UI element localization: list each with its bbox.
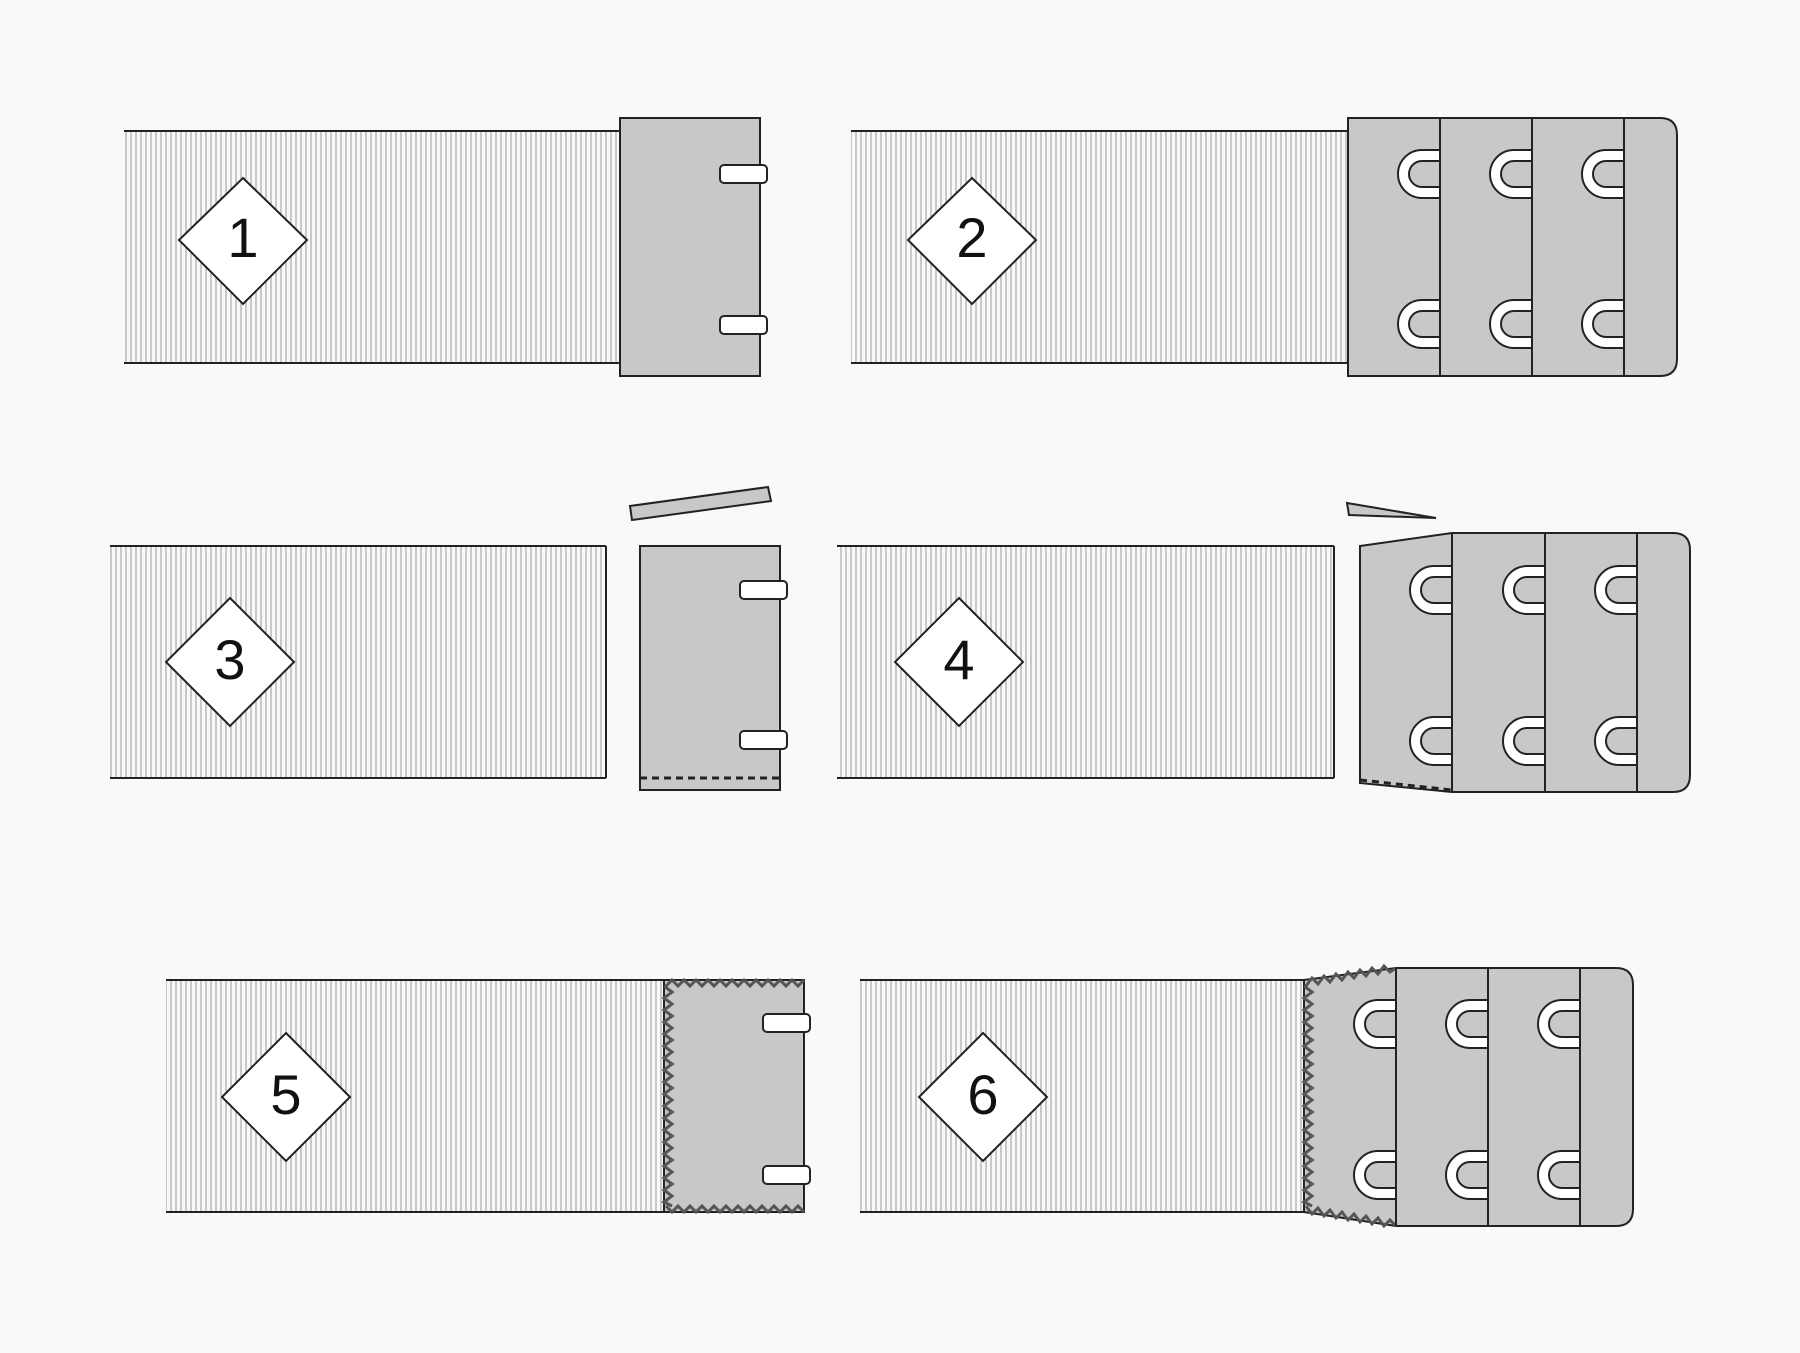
eye-loop-icon [1397, 299, 1441, 349]
hook-bar-icon [739, 730, 788, 750]
tab-flap [628, 485, 773, 522]
hook-bar-icon [719, 164, 768, 184]
eye-loop-icon [1445, 1150, 1489, 1200]
step-badge: 4 [893, 596, 1025, 728]
step-5: 5 [166, 977, 811, 1215]
step-4: 4 [837, 501, 1691, 793]
zigzag-stitch [1304, 1205, 1398, 1229]
step-1: 1 [124, 117, 768, 377]
eye-loop-icon [1537, 1150, 1581, 1200]
step-6: 6 [860, 963, 1634, 1229]
step-2: 2 [851, 117, 1678, 377]
eye-loop-icon [1397, 149, 1441, 199]
bar-tab [619, 117, 761, 377]
step-badge: 2 [906, 176, 1038, 306]
eye-loop-icon [1445, 999, 1489, 1049]
tab-flap [1345, 501, 1437, 519]
eye-loop-icon [1409, 716, 1453, 766]
eye-loop-icon [1409, 565, 1453, 615]
step-number: 5 [270, 1063, 301, 1126]
eye-loop-icon [1537, 999, 1581, 1049]
bar-tab [639, 545, 781, 791]
step-number: 1 [227, 206, 258, 269]
step-badge: 5 [220, 1031, 352, 1163]
diamond-icon [893, 596, 1025, 728]
step-number: 4 [943, 628, 974, 691]
diamond-icon [220, 1031, 352, 1163]
hook-bar-icon [762, 1165, 811, 1185]
step-number: 2 [956, 206, 987, 269]
step-badge: 1 [177, 176, 309, 306]
hook-bar-icon [739, 580, 788, 600]
eye-loop-icon [1489, 299, 1533, 349]
eye-loop-icon [1581, 299, 1625, 349]
step-number: 6 [967, 1063, 998, 1126]
eye-loop-icon [1502, 565, 1546, 615]
eye-loop-icon [1502, 716, 1546, 766]
eye-loop-icon [1594, 716, 1638, 766]
diamond-icon [906, 176, 1038, 306]
eye-loop-icon [1489, 149, 1533, 199]
diamond-icon [917, 1031, 1049, 1163]
eye-loop-icon [1353, 999, 1397, 1049]
zigzag-stitch [1304, 963, 1397, 987]
hook-bar-icon [762, 1013, 811, 1033]
zigzag-stitch [661, 984, 675, 1208]
zigzag-stitch [1301, 984, 1315, 1208]
step-badge: 6 [917, 1031, 1049, 1163]
stitch-line [1359, 778, 1453, 792]
eye-loop-icon [1594, 565, 1638, 615]
hook-bar-icon [719, 315, 768, 335]
zigzag-stitch [664, 977, 806, 989]
step-badge: 3 [164, 596, 296, 728]
eye-loop-icon [1581, 149, 1625, 199]
eye-loop-icon [1353, 1150, 1397, 1200]
diamond-icon [164, 596, 296, 728]
diamond-icon [177, 176, 309, 306]
step-3: 3 [110, 485, 788, 791]
zigzag-stitch [664, 1203, 806, 1215]
step-number: 3 [214, 628, 245, 691]
